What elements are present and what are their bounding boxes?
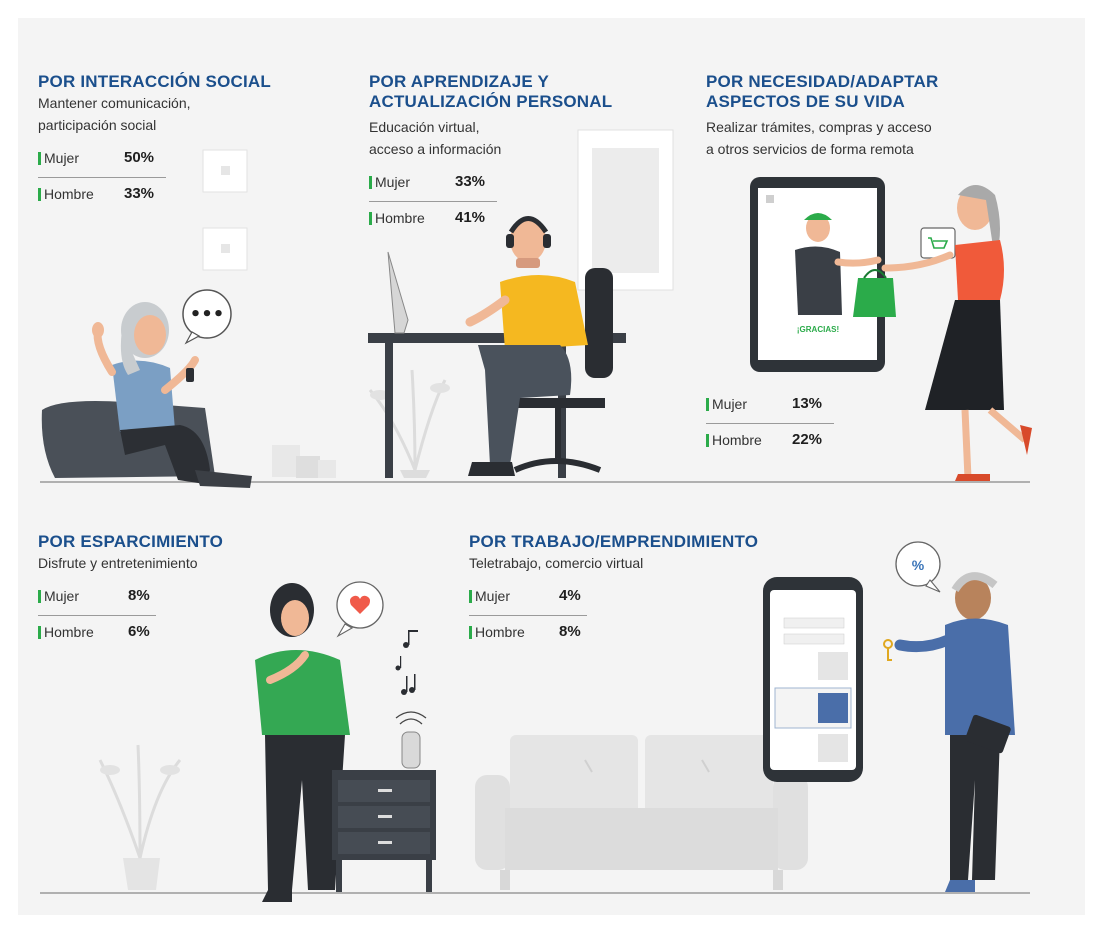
- thank-you-label: ¡GRACIAS!: [797, 325, 839, 334]
- stat-row-hombre: Hombre 6%: [38, 616, 338, 652]
- stat-value-hombre: 41%: [455, 209, 486, 226]
- stat-value-hombre: 33%: [124, 185, 155, 202]
- section-title: POR ESPARCIMIENTO: [38, 532, 224, 551]
- stat-label-mujer: Mujer: [706, 396, 747, 412]
- stat-value-mujer: 4%: [559, 587, 581, 604]
- section-title-line-1: POR APRENDIZAJE Y: [369, 72, 550, 91]
- section-title: POR INTERACCIÓN SOCIAL: [38, 72, 271, 91]
- cart-icon: [928, 237, 949, 249]
- stat-value-mujer: 13%: [792, 395, 823, 412]
- stat-row-mujer: Mujer 50%: [38, 142, 338, 178]
- stat-row-mujer: Mujer 4%: [469, 580, 849, 616]
- section-title-line-1: POR NECESIDAD/ADAPTAR: [706, 72, 939, 91]
- stat-row-hombre: Hombre 8%: [469, 616, 849, 652]
- man-at-desk-illustration: [368, 129, 674, 478]
- stat-label-mujer: Mujer: [369, 174, 410, 190]
- stat-label-mujer: Mujer: [38, 588, 79, 604]
- heart-icon: [350, 595, 370, 614]
- stat-label-hombre: Hombre: [38, 186, 94, 202]
- section-title-line-2: ACTUALIZACIÓN PERSONAL: [369, 92, 613, 111]
- section-aprendizaje: POR APRENDIZAJE Y ACTUALIZACIÓN PERSONAL…: [369, 72, 689, 238]
- smart-speaker-icon: [401, 731, 421, 769]
- woman-listening-music-illustration: [98, 581, 436, 902]
- stat-label-hombre: Hombre: [369, 210, 425, 226]
- stat-value-hombre: 8%: [559, 623, 581, 640]
- section-necesidad-stats: Mujer 13% Hombre 22%: [706, 388, 856, 460]
- stat-label-hombre: Hombre: [706, 432, 762, 448]
- section-subtitle-line-2: participación social: [38, 117, 157, 133]
- section-subtitle-line-1: Mantener comunicación,: [38, 95, 191, 111]
- section-subtitle-line-2: a otros servicios de forma remota: [706, 141, 914, 157]
- stat-value-mujer: 50%: [124, 149, 155, 166]
- stat-label-mujer: Mujer: [469, 588, 510, 604]
- stat-row-hombre: Hombre 41%: [369, 202, 689, 238]
- section-subtitle-line-2: acceso a información: [369, 141, 502, 157]
- stat-value-hombre: 22%: [792, 431, 823, 448]
- section-necesidad: POR NECESIDAD/ADAPTAR ASPECTOS DE SU VID…: [706, 72, 1046, 160]
- stat-row-mujer: Mujer 13%: [706, 388, 856, 424]
- section-trabajo: POR TRABAJO/EMPRENDIMIENTO Teletrabajo, …: [469, 532, 849, 652]
- stat-value-mujer: 33%: [455, 173, 486, 190]
- section-subtitle: Teletrabajo, comercio virtual: [469, 555, 644, 571]
- stat-row-hombre: Hombre 22%: [706, 424, 856, 460]
- section-subtitle: Disfrute y entretenimiento: [38, 555, 198, 571]
- stat-row-mujer: Mujer 33%: [369, 166, 689, 202]
- section-title: POR TRABAJO/EMPRENDIMIENTO: [469, 532, 759, 551]
- stat-value-mujer: 8%: [128, 587, 150, 604]
- stat-value-hombre: 6%: [128, 623, 150, 640]
- music-note-icon: [395, 630, 418, 695]
- section-esparcimiento: POR ESPARCIMIENTO Disfrute y entretenimi…: [38, 532, 338, 652]
- stat-row-hombre: Hombre 33%: [38, 178, 338, 214]
- chat-dots-icon: •••: [190, 304, 225, 325]
- percent-icon: %: [912, 557, 925, 573]
- remote-work-illustration: %: [475, 541, 1015, 892]
- section-interaccion-social: POR INTERACCIÓN SOCIAL Mantener comunica…: [38, 72, 338, 214]
- section-subtitle-line-1: Educación virtual,: [369, 119, 480, 135]
- section-subtitle-line-1: Realizar trámites, compras y acceso: [706, 119, 932, 135]
- stat-label-hombre: Hombre: [38, 624, 94, 640]
- online-shopping-illustration: ¡GRACIAS!: [750, 177, 1032, 481]
- stat-label-hombre: Hombre: [469, 624, 525, 640]
- stat-row-mujer: Mujer 8%: [38, 580, 338, 616]
- stat-label-mujer: Mujer: [38, 150, 79, 166]
- key-icon: [887, 648, 892, 661]
- section-title-line-2: ASPECTOS DE SU VIDA: [706, 92, 906, 111]
- woman-on-beanbag-illustration: •••: [41, 149, 336, 488]
